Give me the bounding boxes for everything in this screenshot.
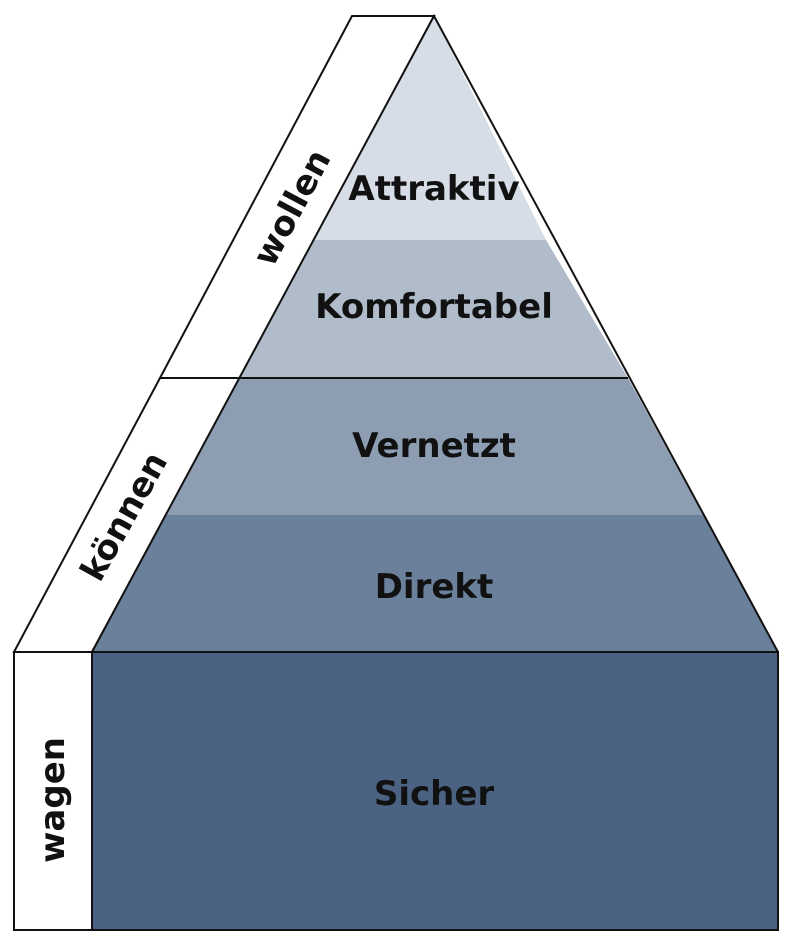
side-label-wagen: wagen [33,737,73,863]
pyramid-level-sicher [92,652,778,930]
base-outline [91,651,779,931]
pyramid-level-direkt [92,515,778,652]
label-direkt: Direkt [375,567,494,607]
label-komfortabel: Komfortabel [315,287,553,327]
label-vernetzt: Vernetzt [352,426,516,466]
label-attraktiv: Attraktiv [348,169,519,209]
pyramid-level-attraktiv [314,16,546,240]
pyramid-level-komfortabel [240,240,628,378]
pyramid-level-vernetzt [166,378,703,515]
side-band-wagen [13,651,93,931]
label-sicher: Sicher [374,774,495,814]
pyramid-outline [91,13,779,653]
